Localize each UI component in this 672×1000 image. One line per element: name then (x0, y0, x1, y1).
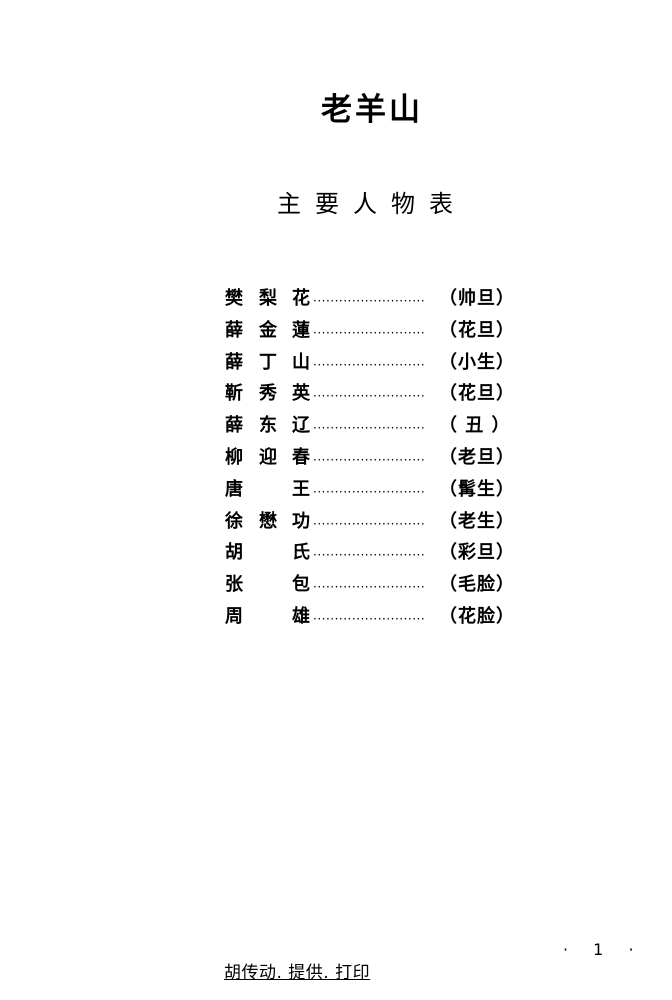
character-name-char: 春 (292, 446, 310, 468)
character-name-char: 徐 (225, 510, 243, 532)
character-name-char: 包 (292, 574, 310, 596)
character-name-char: 丁 (259, 351, 277, 373)
character-name-char: 唐 (225, 478, 243, 500)
dot-leader: ·························· (313, 548, 426, 563)
character-name-char: 辽 (292, 415, 310, 437)
page-title: 老羊山 (321, 92, 423, 128)
character-name-char: 迎 (259, 446, 277, 468)
role-type: （彩旦） (439, 542, 515, 564)
dot-leader: ·························· (313, 389, 426, 404)
cast-row: 胡 氏·························· （彩旦） (224, 541, 524, 573)
role-type: （小生） (439, 351, 515, 373)
dot-leader: ·························· (313, 357, 426, 372)
character-name-char: 王 (292, 478, 310, 500)
cast-row: 樊梨花·························· （帅旦） (224, 287, 524, 319)
cast-row: 周 雄·························· （花脸） (224, 605, 524, 637)
character-name-char: 薛 (225, 319, 243, 341)
character-name-char: 功 (292, 510, 310, 532)
role-type: （帅旦） (439, 288, 515, 309)
character-name-char: 柳 (225, 446, 243, 468)
character-name-char: 薛 (225, 415, 243, 437)
role-type: （老旦） (439, 446, 515, 468)
character-name-char: 英 (292, 383, 310, 405)
character-name-char: 山 (292, 351, 310, 373)
cast-row: 薛东辽·························· （ 丑 ） (224, 414, 524, 446)
dot-leader: ·························· (313, 484, 426, 499)
role-type: （毛脸） (439, 574, 515, 596)
character-name-char: 樊 (225, 288, 243, 309)
character-name-char: 胡 (225, 542, 243, 564)
role-type: （花旦） (439, 383, 515, 405)
cast-list: 樊梨花··························（帅旦）薛金蓮····… (224, 287, 524, 637)
dot-leader: ·························· (313, 325, 426, 340)
role-type: （髯生） (439, 478, 515, 500)
role-type: （老生） (439, 510, 515, 532)
character-name-char: 懋 (259, 510, 277, 532)
character-name-char: 张 (225, 574, 243, 596)
cast-row: 薛金蓮·························· （花旦） (224, 319, 524, 351)
character-name-char: 周 (225, 605, 243, 627)
dot-leader: ·························· (313, 421, 426, 436)
cast-row: 徐懋功·························· （老生） (224, 510, 524, 542)
character-name-char: 氏 (292, 542, 310, 564)
cast-row: 张 包·························· （毛脸） (224, 573, 524, 605)
role-type: （花旦） (439, 319, 515, 341)
dot-leader: ·························· (313, 516, 426, 531)
page-number: · 1 · (563, 940, 644, 959)
cast-list-heading: 主要人物表 (277, 190, 467, 218)
character-name-char: 秀 (259, 383, 277, 405)
dot-leader: ·························· (313, 452, 426, 467)
character-name-char: 蓮 (292, 319, 310, 341)
character-name-char: 薛 (225, 351, 243, 373)
character-name-char: 雄 (292, 605, 310, 627)
cast-row: 柳迎春·························· （老旦） (224, 446, 524, 478)
dot-leader: ·························· (313, 580, 426, 595)
character-name-char: 金 (259, 319, 277, 341)
credit-line: 胡传动. 提供. 打印 (224, 963, 371, 983)
dot-leader: ·························· (313, 294, 426, 308)
character-name-char: 东 (259, 415, 277, 437)
cast-row: 靳秀英·························· （花旦） (224, 382, 524, 414)
character-name-char: 梨 (259, 288, 277, 309)
cast-row: 薛丁山·························· （小生） (224, 351, 524, 383)
dot-leader: ·························· (313, 611, 426, 626)
role-type: （花脸） (439, 605, 515, 627)
cast-row: 唐 王·························· （髯生） (224, 478, 524, 510)
character-name-char: 靳 (225, 383, 243, 405)
role-type: （ 丑 ） (439, 415, 511, 437)
character-name-char: 花 (292, 288, 310, 309)
